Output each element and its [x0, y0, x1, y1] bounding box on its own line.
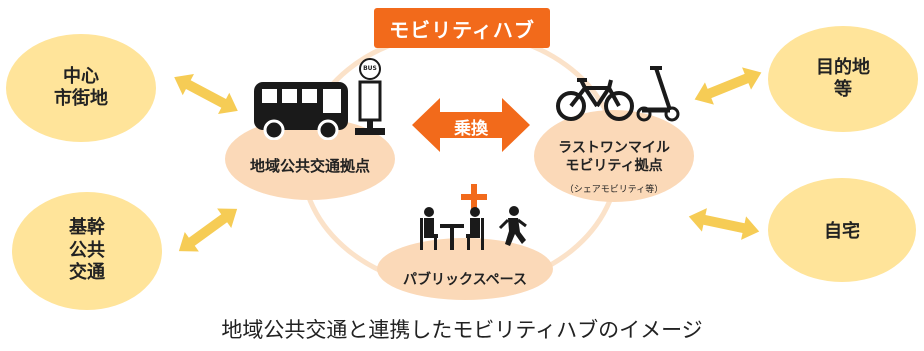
transfer-arrow — [412, 98, 530, 152]
double-arrow-trunk-transit — [178, 208, 238, 252]
home-label: 自宅 — [824, 221, 860, 242]
diagram-caption: 地域公共交通と連携したモビリティハブのイメージ — [221, 318, 703, 342]
trunk-transit-label-1: 基幹 — [69, 217, 105, 239]
bicycle-icon — [556, 78, 634, 121]
double-arrow-home — [688, 208, 760, 240]
double-arrow-destination — [694, 67, 762, 105]
public-transit-hub-label: 地域公共交通拠点 — [249, 157, 370, 175]
trunk-transit-ellipse: 基幹 公共 交通 — [12, 192, 162, 310]
last-mile-hub-note: （シェアモビリティ等） — [564, 185, 664, 195]
last-mile-hub-ellipse — [534, 110, 694, 202]
destination-ellipse: 目的地 等 — [768, 26, 918, 132]
bus-icon — [254, 82, 348, 140]
last-mile-hub-label-1: ラストワンマイル — [558, 140, 670, 156]
home-ellipse: 自宅 — [768, 178, 916, 282]
destination-label-2: 等 — [834, 79, 852, 100]
double-arrow-city-center — [174, 74, 238, 114]
city-center-ellipse: 中心 市街地 — [6, 34, 156, 142]
scooter-icon — [636, 66, 680, 122]
people-at-table-icon — [420, 207, 484, 250]
trunk-transit-label-3: 交通 — [69, 262, 105, 284]
hub-title: モビリティハブ — [374, 8, 550, 48]
bus-stop-sign-text: BUS — [363, 65, 377, 72]
trunk-transit-label-2: 公共 — [69, 239, 105, 261]
city-center-label-2: 市街地 — [54, 88, 108, 109]
transfer-label: 乗換 — [454, 119, 488, 139]
last-mile-hub-label-2: モビリティ拠点 — [565, 157, 663, 174]
walking-person-icon — [498, 206, 527, 246]
public-space-ellipse — [377, 238, 553, 300]
city-center-label-1: 中心 — [63, 65, 99, 87]
destination-label-1: 目的地 — [816, 56, 870, 78]
last-mile-hub-label: ラストワンマイル モビリティ拠点 — [548, 140, 680, 175]
plus-icon — [461, 184, 487, 210]
public-space-label: パブリックスペース — [403, 272, 527, 288]
bus-stop-icon — [355, 58, 385, 135]
